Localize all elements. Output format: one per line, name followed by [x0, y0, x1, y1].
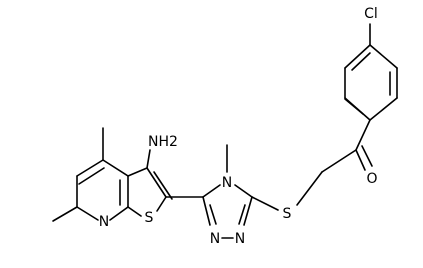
triazole-n-top-label: N — [222, 175, 232, 191]
carbonyl-o-label: O — [366, 171, 377, 187]
thiophene-s-label: S — [145, 210, 154, 226]
chlorine-label: Cl — [364, 6, 378, 22]
bond — [361, 145, 373, 167]
bond — [102, 159, 129, 177]
bond — [209, 204, 217, 225]
bond — [251, 196, 279, 211]
triazole-n-bottom-left-label: N — [210, 231, 220, 247]
bond — [234, 184, 253, 198]
bond — [243, 196, 253, 226]
pyridine-n-label: N — [99, 214, 109, 230]
thioether-s-label: S — [283, 206, 292, 222]
bond — [153, 171, 173, 200]
chlorophenyl-ring: Cl — [344, 6, 398, 121]
bond — [202, 196, 211, 226]
thioether-linker: S O — [251, 119, 378, 222]
bond — [202, 184, 221, 198]
bond — [351, 52, 371, 71]
bond — [369, 44, 398, 69]
bond — [355, 149, 366, 171]
bond — [296, 171, 323, 206]
bond — [321, 149, 357, 173]
bond — [76, 159, 104, 177]
bond — [156, 196, 167, 212]
amino-label: NH2 — [148, 134, 178, 150]
bond — [52, 206, 78, 222]
thiophene-ring: S NH2 — [127, 134, 178, 226]
pyridine-ring: N — [52, 127, 129, 230]
bond — [146, 167, 167, 198]
bond — [78, 167, 105, 185]
bond — [146, 149, 151, 169]
triazole-ring: N N N — [165, 144, 253, 247]
triazole-n-bottom-right-label: N — [235, 231, 245, 247]
bond — [344, 44, 371, 69]
bond — [344, 98, 364, 115]
bond — [127, 167, 148, 177]
bond — [238, 204, 246, 225]
bond — [76, 206, 99, 221]
bond — [109, 206, 129, 221]
bond — [127, 206, 142, 217]
bond — [369, 97, 398, 121]
bond — [355, 119, 371, 151]
